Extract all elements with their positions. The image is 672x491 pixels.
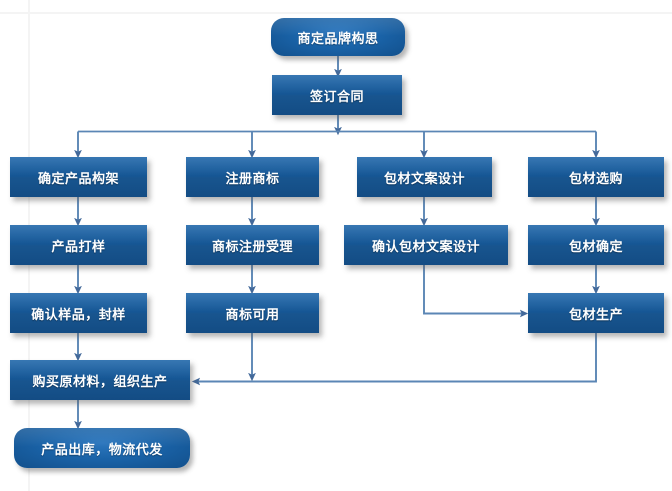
node-label: 包材选购 <box>568 171 623 187</box>
node-包材选购[interactable]: 包材选购 <box>528 157 664 197</box>
node-label: 产品出库，物流代发 <box>41 442 163 458</box>
node-label: 购买原材料，组织生产 <box>32 374 168 390</box>
node-包材确定[interactable]: 包材确定 <box>528 225 664 265</box>
node-注册商标[interactable]: 注册商标 <box>186 157 319 197</box>
node-签订合同[interactable]: 签订合同 <box>272 75 402 115</box>
node-label: 确定产品构架 <box>37 171 119 187</box>
node-label: 包材文案设计 <box>383 171 465 187</box>
node-包材生产[interactable]: 包材生产 <box>528 293 664 333</box>
node-确认样品封样[interactable]: 确认样品，封样 <box>10 293 147 333</box>
node-label: 签订合同 <box>309 89 364 105</box>
connector-n9-n13 <box>423 265 529 318</box>
node-label: 确认包材文案设计 <box>371 239 480 255</box>
node-label: 包材生产 <box>568 307 623 323</box>
node-产品打样[interactable]: 产品打样 <box>10 225 147 265</box>
connector-n13-n14 <box>191 333 597 386</box>
node-label: 确认样品，封样 <box>31 307 126 323</box>
node-label: 商定品牌构思 <box>297 31 379 47</box>
node-label: 商标可用 <box>225 307 280 323</box>
node-产品出库物流代发[interactable]: 产品出库，物流代发 <box>14 428 190 468</box>
node-label: 商标注册受理 <box>211 239 293 255</box>
node-商标可用[interactable]: 商标可用 <box>186 293 319 333</box>
node-label: 注册商标 <box>225 171 280 187</box>
node-包材文案设计[interactable]: 包材文案设计 <box>357 157 492 197</box>
node-label: 产品打样 <box>51 239 106 255</box>
node-确认包材文案设计[interactable]: 确认包材文案设计 <box>344 225 508 265</box>
node-购买原材料组织生产[interactable]: 购买原材料，组织生产 <box>10 360 190 400</box>
node-商定品牌构思[interactable]: 商定品牌构思 <box>271 18 405 56</box>
node-商标注册受理[interactable]: 商标注册受理 <box>186 225 319 265</box>
node-label: 包材确定 <box>568 239 623 255</box>
node-确定产品构架[interactable]: 确定产品构架 <box>10 157 147 197</box>
